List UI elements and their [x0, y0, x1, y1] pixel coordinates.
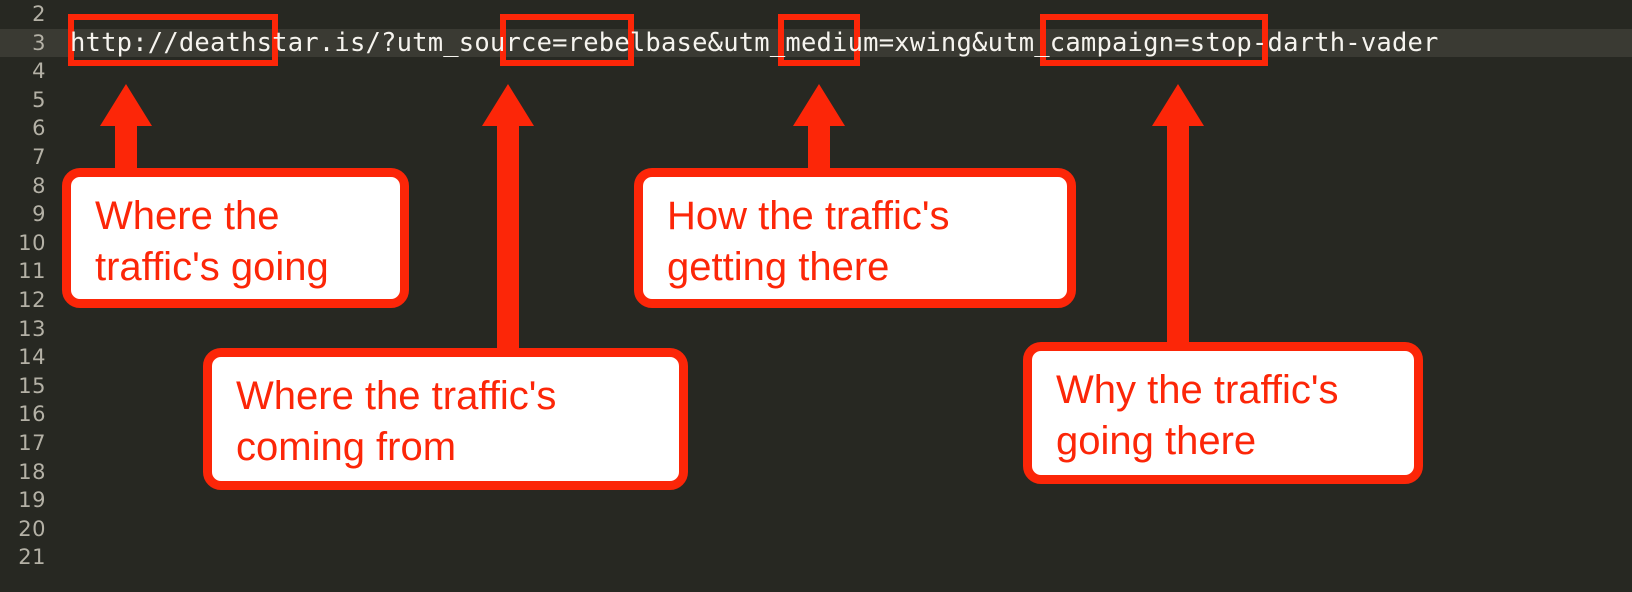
line-number: 9 — [32, 202, 46, 227]
arrow-up-icon-source — [482, 84, 534, 362]
callout-source-text: Where the traffic's coming from — [236, 374, 557, 470]
callout-campaign-text: Why the traffic's going there — [1056, 368, 1339, 464]
callout-destination-text: Where the traffic's going — [95, 194, 329, 290]
line-number: 13 — [18, 316, 46, 341]
line-number: 16 — [18, 402, 46, 427]
line-number: 19 — [18, 488, 46, 513]
line-number: 7 — [32, 144, 46, 169]
line-number-active: 3 — [0, 28, 58, 58]
arrow-up-icon-campaign — [1152, 84, 1204, 357]
line-number: 20 — [18, 516, 46, 541]
url-code-text[interactable]: http://deathstar.is/?utm_source=rebelbas… — [70, 28, 1439, 58]
highlight-box-utm-medium — [778, 14, 860, 66]
line-number: 17 — [18, 430, 46, 455]
highlight-box-utm-campaign — [1040, 14, 1268, 66]
line-number: 21 — [18, 545, 46, 570]
callout-campaign: Why the traffic's going there — [1023, 342, 1423, 484]
line-number: 18 — [18, 459, 46, 484]
line-number: 15 — [18, 373, 46, 398]
highlight-box-utm-source — [500, 14, 634, 66]
callout-destination: Where the traffic's going — [62, 168, 409, 308]
line-number: 2 — [32, 2, 46, 26]
arrow-up-icon-medium — [793, 84, 845, 177]
line-number: 11 — [18, 259, 46, 284]
callout-medium-text: How the traffic's getting there — [667, 194, 950, 290]
editor-gutter: 2 3 4 5 6 7 8 9 10 11 12 13 14 15 16 17 … — [0, 0, 58, 592]
active-code-line-background — [58, 28, 1632, 58]
line-number: 5 — [32, 87, 46, 112]
highlight-box-base-url — [68, 14, 278, 66]
line-number: 10 — [18, 230, 46, 255]
line-number: 14 — [18, 345, 46, 370]
line-number: 12 — [18, 287, 46, 312]
callout-source: Where the traffic's coming from — [203, 348, 688, 490]
arrow-up-icon-destination — [100, 84, 152, 177]
line-number: 8 — [32, 173, 46, 198]
line-number: 4 — [32, 59, 46, 84]
line-number: 6 — [32, 116, 46, 141]
callout-medium: How the traffic's getting there — [634, 168, 1076, 308]
